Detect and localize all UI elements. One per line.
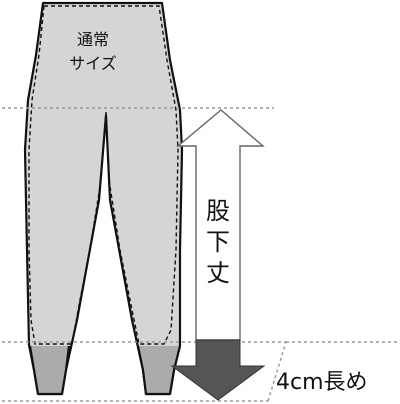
longer-diagonal-guide xyxy=(267,341,287,402)
hem-extension-right xyxy=(138,346,180,394)
normal-size-label-line1: 通常 xyxy=(76,30,109,49)
hem-extension-left xyxy=(30,346,69,394)
longer-label: 4cm長め xyxy=(276,370,368,395)
pants-outline xyxy=(23,1,184,396)
normal-size-label-line2: サイズ xyxy=(69,54,117,73)
extension-arrow-down xyxy=(170,339,266,401)
inseam-label: 股 下 丈 xyxy=(206,197,230,287)
normal-size-dashed-outline xyxy=(28,5,179,345)
